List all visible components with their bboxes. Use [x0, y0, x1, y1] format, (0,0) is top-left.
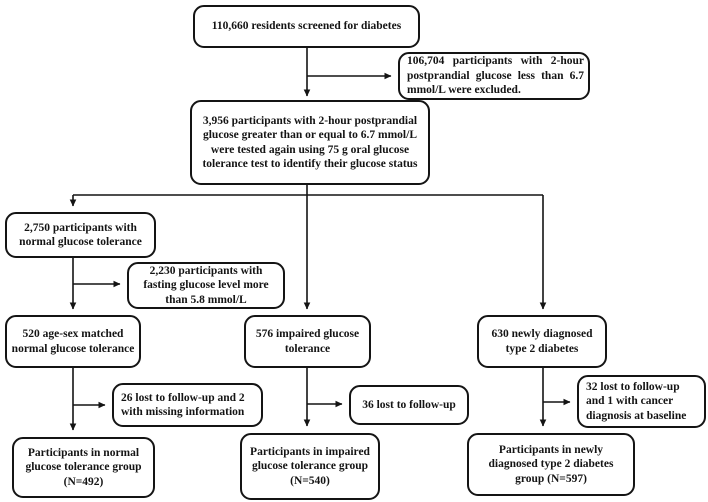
flow-node-newly-diagnosed-t2d-label: 630 newly diagnosed type 2 diabetes [491, 328, 593, 355]
flow-node-matched-ngt-label: 520 age-sex matched normal glucose toler… [11, 328, 135, 355]
flow-node-lost-followup-igt: 36 lost to follow-up [349, 385, 469, 425]
flow-node-final-igt-group: Participants in impaired glucose toleran… [240, 433, 380, 500]
flow-node-final-t2d-group-label: Participants in newly diagnosed type 2 d… [488, 443, 614, 485]
flow-node-screened-label: 110,660 residents screened for diabetes [211, 20, 402, 33]
flow-node-excluded-fasting-label: 2,230 participants with fasting glucose … [143, 264, 269, 306]
flow-node-lost-followup-igt-label: 36 lost to follow-up [362, 398, 456, 411]
flow-node-final-igt-group-label: Participants in impaired glucose toleran… [250, 445, 370, 487]
flow-node-newly-diagnosed-t2d: 630 newly diagnosed type 2 diabetes [477, 315, 607, 368]
flow-node-excluded-postprandial-label: 106,704 participants with 2-hour postpra… [407, 55, 584, 97]
flow-node-matched-ngt: 520 age-sex matched normal glucose toler… [5, 315, 141, 368]
flow-node-tested-again-label: 3,956 participants with 2-hour postprand… [202, 114, 418, 170]
flow-node-final-t2d-group: Participants in newly diagnosed type 2 d… [467, 433, 635, 496]
flow-node-excluded-postprandial: 106,704 participants with 2-hour postpra… [398, 52, 590, 100]
flow-node-normal-glucose-tolerance-label: 2,750 participants with normal glucose t… [19, 221, 142, 248]
flow-node-excluded-fasting: 2,230 participants with fasting glucose … [127, 262, 285, 309]
flow-node-normal-glucose-tolerance: 2,750 participants with normal glucose t… [5, 212, 156, 258]
flow-node-tested-again: 3,956 participants with 2-hour postprand… [190, 100, 430, 185]
flow-node-lost-followup-ngt: 26 lost to follow-up and 2 with missing … [112, 383, 263, 427]
flow-node-impaired-glucose-tolerance-label: 576 impaired glucose tolerance [255, 328, 360, 355]
flow-node-screened: 110,660 residents screened for diabetes [193, 5, 420, 48]
flow-node-final-ngt-group: Participants in normal glucose tolerance… [12, 437, 155, 498]
flow-node-lost-followup-t2d-label: 32 lost to follow-up and 1 with cancer d… [586, 380, 687, 422]
flow-node-final-ngt-group-label: Participants in normal glucose tolerance… [25, 446, 142, 488]
flow-node-lost-followup-ngt-label: 26 lost to follow-up and 2 with missing … [121, 391, 245, 418]
flow-node-impaired-glucose-tolerance: 576 impaired glucose tolerance [244, 315, 371, 368]
flow-node-lost-followup-t2d: 32 lost to follow-up and 1 with cancer d… [577, 375, 706, 428]
